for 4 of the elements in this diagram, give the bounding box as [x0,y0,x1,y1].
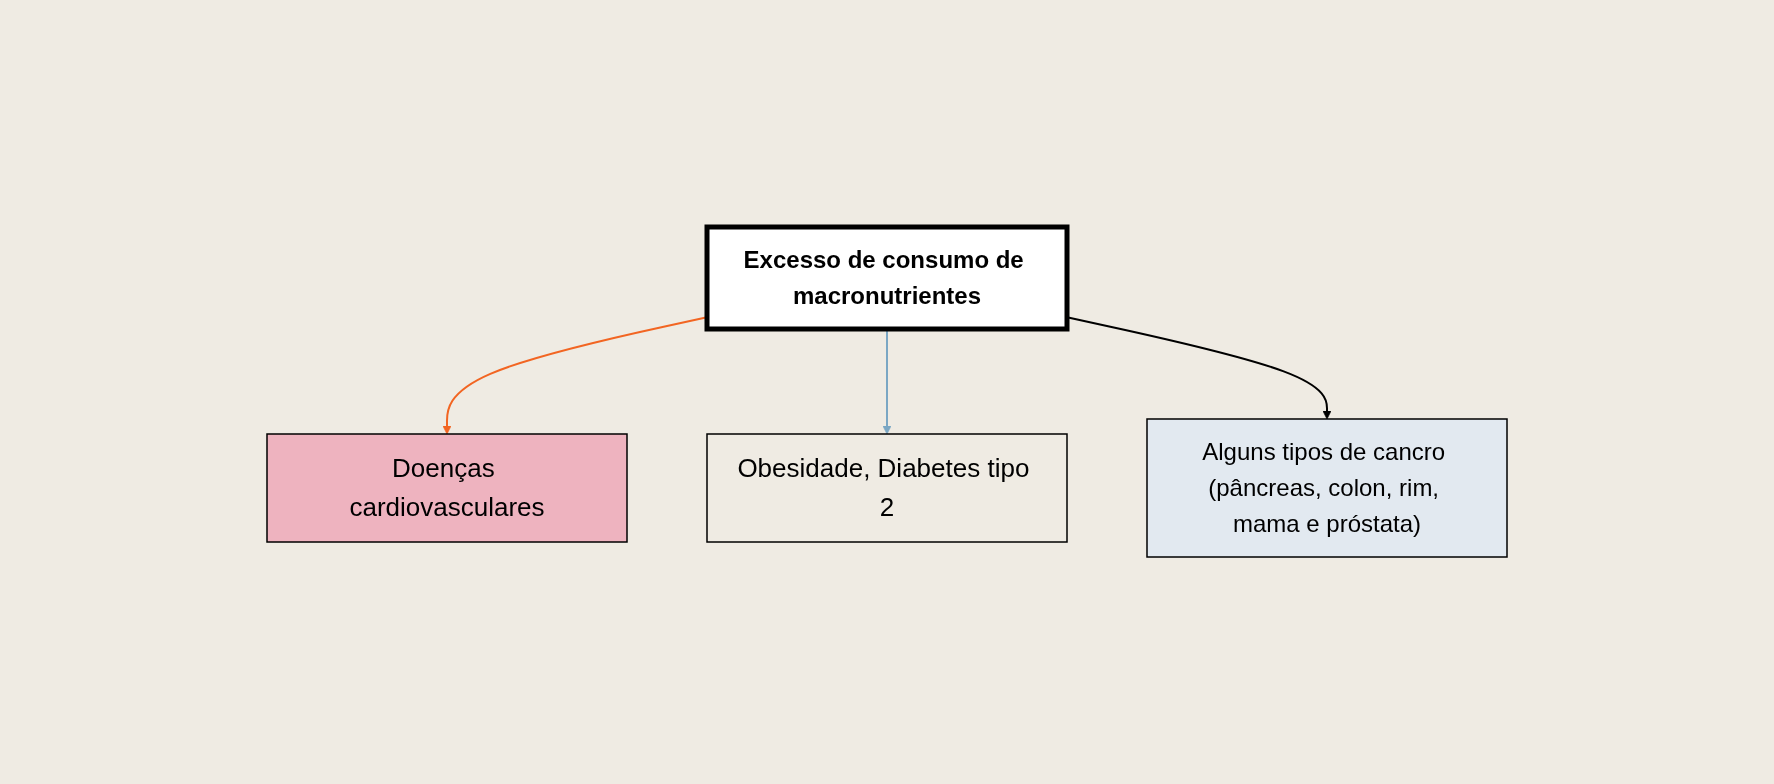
node-box: Alguns tipos de cancro (pâncreas, colon, rim, mama e próstata) [1146,418,1508,558]
node-box: Doenças cardiovasculares [266,433,628,543]
node-box: Obesidade, Diabetes tipo 2 [706,433,1068,543]
node-box: Excesso de consumo de macronutrientes [704,224,1070,332]
